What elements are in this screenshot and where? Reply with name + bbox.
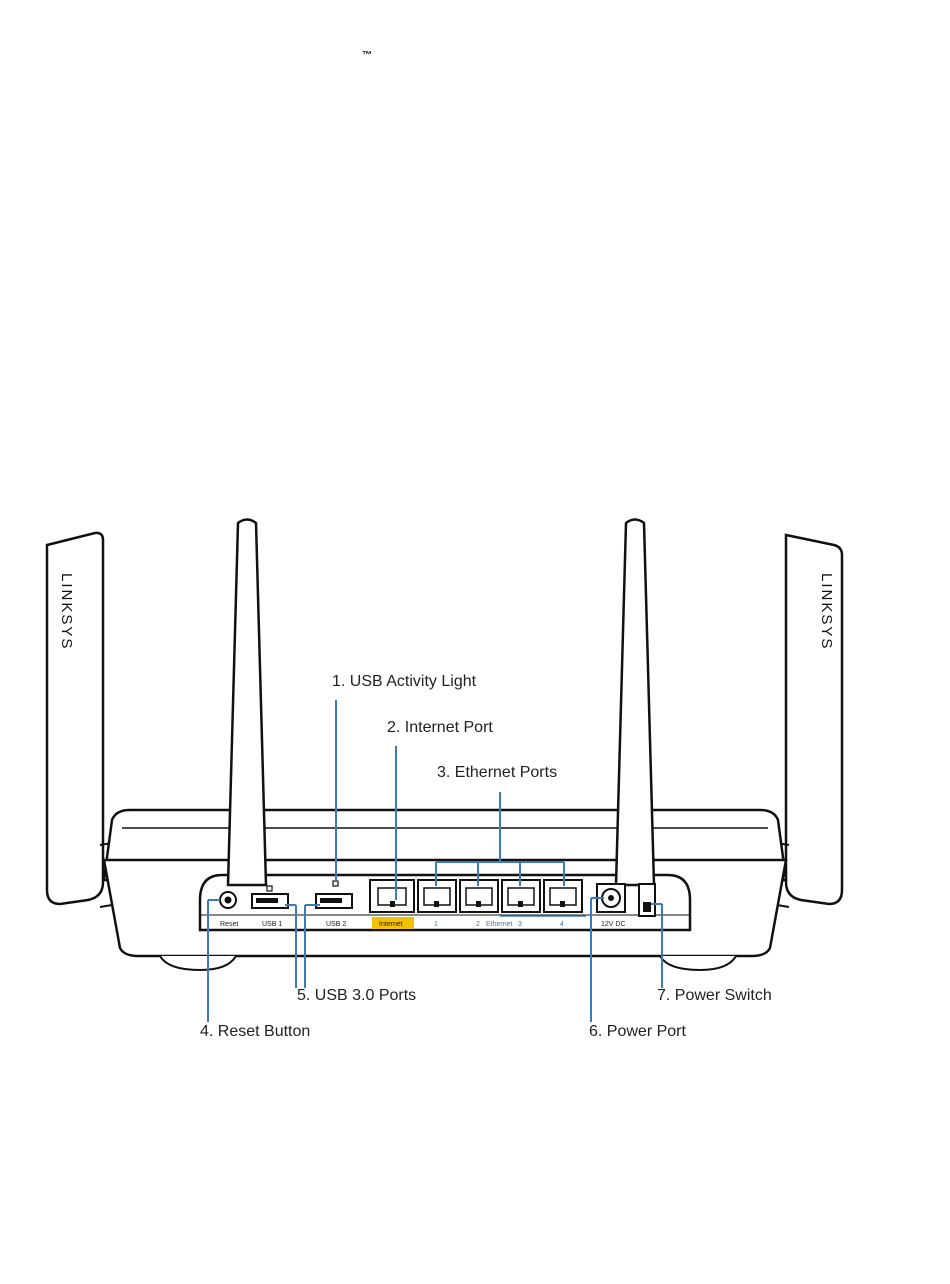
eth2-label: 2: [476, 921, 480, 928]
callout-internet-port: 2. Internet Port: [387, 719, 493, 737]
eth1-label: 1: [434, 921, 438, 928]
usb2-label: USB 2: [326, 921, 346, 928]
right-side-antenna: LINKSYS: [777, 535, 842, 907]
reset-label: Reset: [220, 921, 238, 928]
internet-port: [370, 880, 414, 912]
callout-usb-ports: 5. USB 3.0 Ports: [297, 987, 416, 1005]
right-tall-antenna: [616, 520, 654, 886]
usb-port-2: [316, 894, 352, 908]
reset-button-hole: [220, 892, 236, 908]
eth4-label: 4: [560, 921, 564, 928]
callout-reset-button: 4. Reset Button: [200, 1023, 310, 1041]
usb-port-1: [252, 894, 288, 908]
internet-label: Internet: [379, 921, 403, 928]
callout-ethernet-ports: 3. Ethernet Ports: [437, 764, 557, 782]
ethernet-label: Ethernet: [486, 921, 513, 928]
eth3-label: 3: [518, 921, 522, 928]
left-tall-antenna: [228, 520, 266, 886]
callout-usb-activity-light: 1. USB Activity Light: [332, 673, 476, 691]
right-antenna-brand: LINKSYS: [818, 573, 835, 650]
power-switch: [639, 884, 655, 916]
dc-label: 12V DC: [601, 921, 626, 928]
callout-power-port: 6. Power Port: [589, 1023, 686, 1041]
callout-power-switch: 7. Power Switch: [657, 987, 772, 1005]
left-antenna-brand: LINKSYS: [58, 573, 75, 650]
left-side-antenna: LINKSYS: [47, 533, 112, 907]
usb1-label: USB 1: [262, 921, 282, 928]
